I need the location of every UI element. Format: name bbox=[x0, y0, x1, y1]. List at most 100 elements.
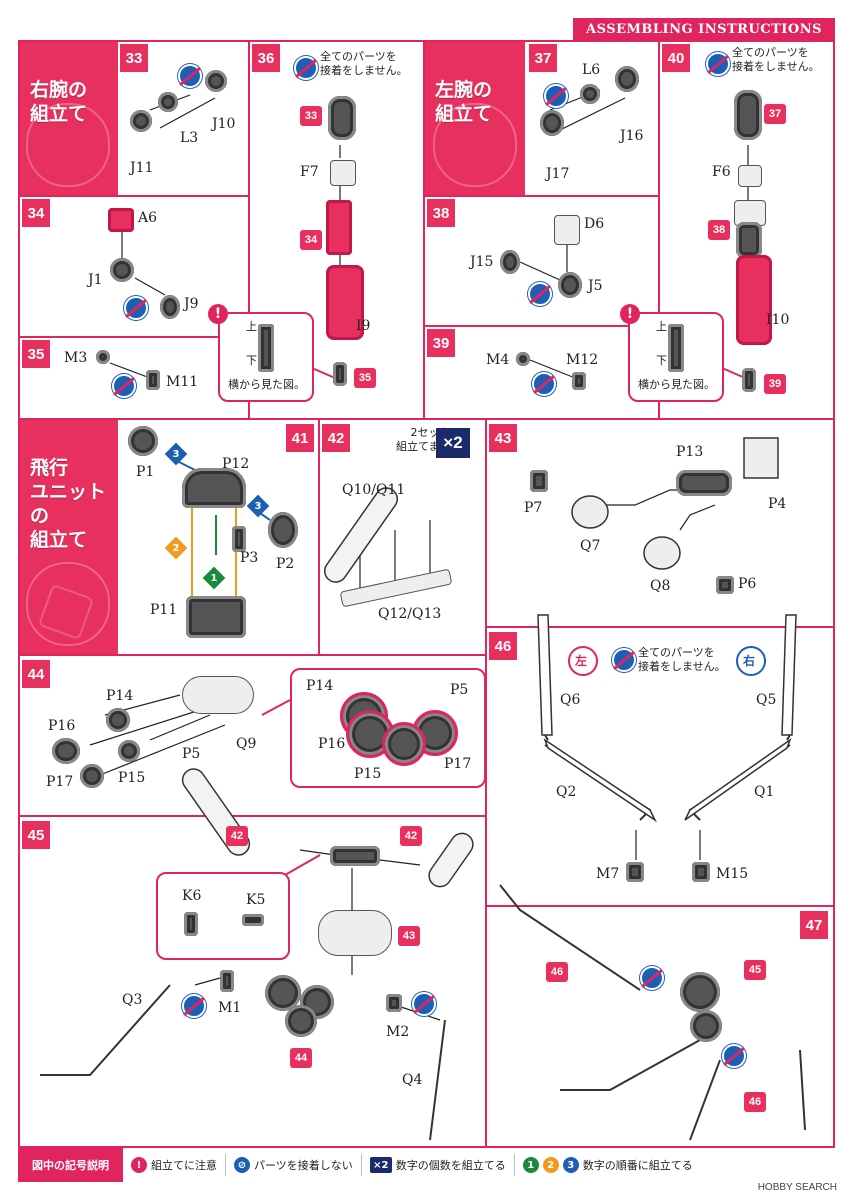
order-2-icon: 2 bbox=[542, 1157, 559, 1173]
part-p16 bbox=[52, 738, 80, 764]
label-p2: P2 bbox=[276, 556, 295, 572]
part-p6 bbox=[716, 576, 734, 594]
label-q10-q11: Q10/Q11 bbox=[342, 482, 406, 498]
part-m15 bbox=[692, 862, 710, 882]
step-47: 47 bbox=[800, 911, 828, 939]
label-j16: J16 bbox=[620, 128, 644, 144]
ref-44: 44 bbox=[290, 1048, 312, 1068]
part-side-view bbox=[258, 324, 274, 372]
part-p17 bbox=[80, 764, 104, 788]
label-j10: J10 bbox=[212, 116, 236, 132]
label-l3: L3 bbox=[180, 130, 199, 146]
label-j5: J5 bbox=[588, 278, 603, 294]
part-p14 bbox=[106, 708, 130, 732]
step-43: 43 bbox=[489, 424, 517, 452]
frame-v-42 bbox=[318, 418, 320, 654]
frame-h-44 bbox=[18, 654, 487, 656]
part-unit-43 bbox=[318, 910, 392, 956]
no-glue-icon bbox=[124, 296, 148, 320]
part-j17 bbox=[540, 110, 564, 136]
label-p17: P17 bbox=[46, 774, 74, 790]
legend-no-glue: ⊘ パーツを接着しない bbox=[226, 1154, 362, 1176]
note-no-glue-36: 全てのパーツを 接着をしません。 bbox=[320, 50, 408, 77]
label-q2: Q2 bbox=[556, 784, 577, 800]
note-bottom: 下 bbox=[246, 354, 257, 367]
step-34: 34 bbox=[22, 199, 50, 227]
frame-top bbox=[18, 40, 835, 42]
part-p2 bbox=[268, 512, 298, 548]
step-33: 33 bbox=[120, 44, 148, 72]
label-m2: M2 bbox=[386, 1024, 410, 1040]
part-f7 bbox=[330, 160, 356, 186]
label-p5: P5 bbox=[182, 746, 201, 762]
part-p13 bbox=[676, 470, 732, 496]
part-p7 bbox=[530, 470, 548, 492]
ref-42: 42 bbox=[400, 826, 422, 846]
ref-35: 35 bbox=[354, 368, 376, 388]
label-p1: P1 bbox=[136, 464, 155, 480]
label-j17: J17 bbox=[546, 166, 570, 182]
label-m4: M4 bbox=[486, 352, 510, 368]
section-flight-unit-title: 飛行 ユニットの 組立て bbox=[30, 457, 107, 551]
ref-37: 37 bbox=[764, 104, 786, 124]
legend-title: 図中の記号説明 bbox=[18, 1148, 123, 1182]
badge-left: 左 bbox=[568, 646, 598, 676]
label-m11: M11 bbox=[166, 374, 199, 390]
multiply-x2-badge: ×2 bbox=[436, 428, 470, 458]
badge-right-text: 右 bbox=[743, 654, 756, 668]
label-q9: Q9 bbox=[236, 736, 257, 752]
part-j9 bbox=[160, 295, 180, 319]
ref-33: 33 bbox=[300, 106, 322, 126]
label-p16: P16 bbox=[318, 736, 346, 752]
no-glue-icon bbox=[178, 64, 202, 88]
label-q4: Q4 bbox=[402, 1072, 423, 1088]
part-j15 bbox=[500, 250, 520, 274]
detail-callout-45: K6 K5 bbox=[156, 872, 290, 960]
part-m7 bbox=[626, 862, 644, 882]
label-m12: M12 bbox=[566, 352, 599, 368]
label-i10: I10 bbox=[766, 312, 790, 328]
part-k6 bbox=[184, 912, 198, 936]
ghost-arm-icon bbox=[26, 103, 110, 187]
label-m7: M7 bbox=[596, 866, 620, 882]
label-j15: J15 bbox=[470, 254, 494, 270]
section-left-arm: 左腕の 組立て bbox=[425, 42, 525, 195]
no-glue-icon bbox=[722, 1044, 746, 1068]
no-glue-icon bbox=[612, 648, 636, 672]
part-m-35 bbox=[333, 362, 347, 386]
multiply-icon: ×2 bbox=[369, 1157, 392, 1173]
no-glue-icon bbox=[294, 56, 318, 80]
frame-h-39 bbox=[423, 325, 660, 327]
caution-icon: ! bbox=[131, 1157, 147, 1173]
label-p7: P7 bbox=[524, 500, 543, 516]
label-d6: D6 bbox=[584, 216, 605, 232]
part-arm-38a bbox=[734, 200, 766, 226]
part-p15-detail bbox=[382, 722, 426, 766]
label-p6: P6 bbox=[738, 576, 757, 592]
part-m1 bbox=[220, 970, 234, 992]
ghost-arm-icon bbox=[433, 103, 517, 187]
part-m2 bbox=[386, 994, 402, 1012]
note-no-glue-46: 全てのパーツを 接着をしません。 bbox=[638, 646, 726, 673]
part-f6 bbox=[738, 165, 762, 187]
legend-multiply: ×2 数字の個数を組立てる bbox=[362, 1154, 515, 1176]
frame-h-35 bbox=[18, 336, 250, 338]
part-l6 bbox=[580, 84, 600, 104]
label-p4: P4 bbox=[768, 496, 787, 512]
label-a6: A6 bbox=[138, 210, 158, 226]
step-39: 39 bbox=[427, 329, 455, 357]
label-p15: P15 bbox=[118, 770, 146, 786]
watermark: HOBBY SEARCH bbox=[757, 1182, 837, 1193]
no-glue-icon bbox=[706, 52, 730, 76]
label-p17: P17 bbox=[444, 756, 472, 772]
frame-right bbox=[833, 40, 835, 1146]
part-thruster-c bbox=[285, 1005, 317, 1037]
legend-order: 1 2 3 数字の順番に組立てる bbox=[515, 1154, 701, 1176]
label-q1: Q1 bbox=[754, 784, 775, 800]
no-glue-icon bbox=[412, 992, 436, 1016]
label-m1: M1 bbox=[218, 1000, 242, 1016]
order-1-icon: 1 bbox=[522, 1157, 539, 1173]
label-i9: I9 bbox=[356, 318, 371, 334]
part-j16 bbox=[615, 66, 639, 92]
frame-h-34 bbox=[18, 195, 250, 197]
